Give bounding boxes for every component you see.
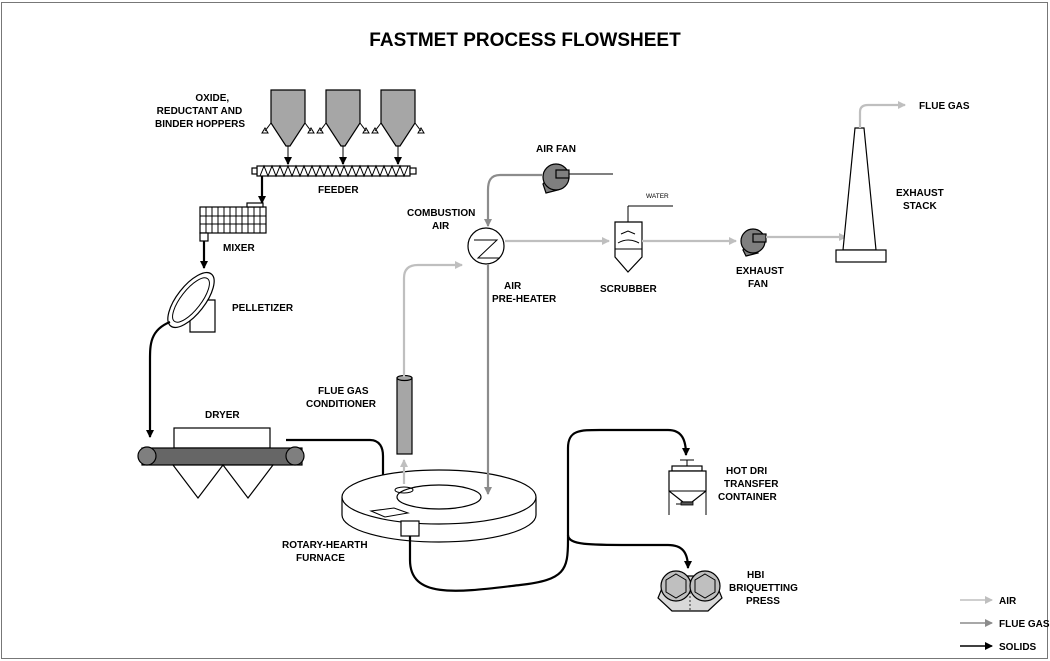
air-preheater-label: AIR PRE-HEATER [492,281,557,305]
stack-to-flue-gas-line [858,101,906,128]
mixer-label: MIXER [223,243,255,254]
air-preheater [467,227,505,265]
air-fan [542,163,570,194]
svg-text:SOLIDS: SOLIDS [999,642,1037,653]
conditioner-to-preheater-line [402,261,463,377]
hopper-2 [316,89,370,157]
dryer [137,427,305,499]
pelletizer-to-dryer-line [146,320,171,438]
exhaust-fan [740,228,767,257]
legend-item-flue-gas: FLUE GAS [960,619,1050,630]
legend: AIR FLUE GAS SOLIDS [960,596,1050,653]
svg-text:FLUE GAS: FLUE GAS [999,619,1050,630]
feeder-label: FEEDER [318,185,359,196]
rotary-hearth-furnace [341,469,537,543]
dryer-to-furnace-line [286,438,387,491]
hopper-1 [261,89,315,157]
pelletizer [167,272,216,333]
scrubber [614,205,673,273]
flue-gas-conditioner-label: FLUE GAS CONDITIONER [306,386,377,410]
feeder-screw-conveyor [251,164,417,178]
hopper-3 [371,89,425,157]
air-fan-to-preheater-line [484,173,542,227]
exhaust-stack-label: EXHAUST STACK [896,188,947,212]
furnace-label: ROTARY-HEARTH FURNACE [282,540,370,564]
furnace-to-briquetting-line [566,534,692,569]
flue-gas-conditioner [396,374,413,455]
legend-item-air: AIR [960,596,1017,607]
combustion-air-label: COMBUSTION AIR [407,208,478,232]
air-fan-label: AIR FAN [536,144,576,155]
exhaust-fan-label: EXHAUST FAN [736,266,787,290]
legend-item-solids: SOLIDS [960,642,1037,653]
page-title: FASTMET PROCESS FLOWSHEET [369,30,681,51]
hot-dri-container [668,459,707,515]
furnace-to-dri-container-line [408,428,690,592]
scrubber-label: SCRUBBER [600,284,657,295]
dryer-label: DRYER [205,410,240,421]
pelletizer-label: PELLETIZER [232,303,294,314]
hoppers-label: OXIDE, REDUCTANT AND BINDER HOPPERS [155,93,245,130]
mixer [199,202,267,242]
hbi-briquetting-press [657,570,723,612]
exhaust-stack [835,127,887,263]
water-label: WATER [646,193,669,200]
flue-gas-out-label: FLUE GAS [919,101,970,112]
hot-dri-label: HOT DRI TRANSFER CONTAINER [718,466,781,503]
svg-text:AIR: AIR [999,596,1017,607]
hopper-group [261,89,425,157]
hbi-press-label: HBI BRIQUETTING PRESS [729,570,801,607]
